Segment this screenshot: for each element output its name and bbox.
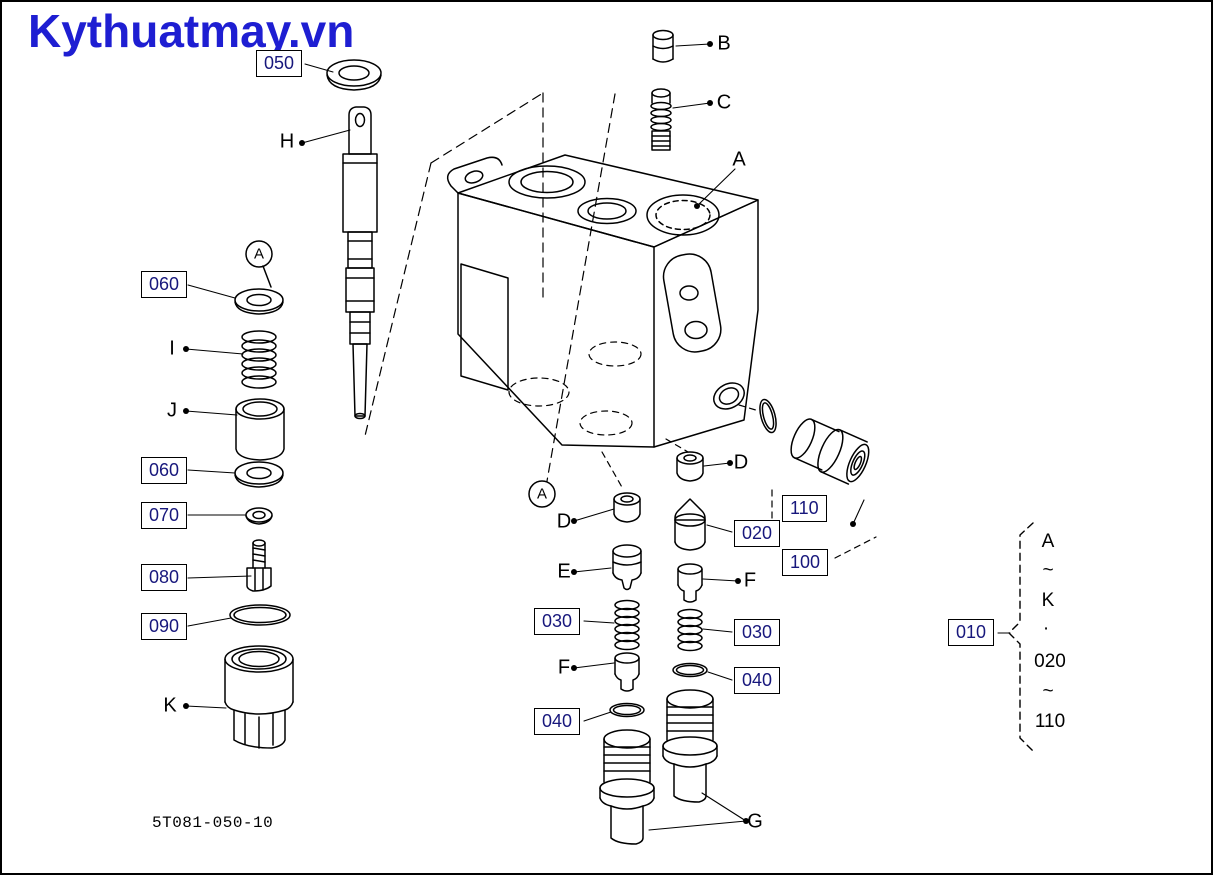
spring-030-left: [614, 599, 640, 651]
part-label-f-left: F: [557, 656, 571, 679]
site-logo: Kythuatmay.vn: [28, 5, 355, 57]
plug-110: [790, 418, 870, 485]
part-label-g: G: [747, 810, 763, 833]
washer-060-bottom: [234, 461, 284, 488]
legend-brace: [1008, 522, 1034, 752]
washer-070: [245, 507, 273, 525]
ref-box-050: 050: [256, 50, 303, 77]
leader-dots: [183, 41, 856, 824]
part-label-e: E: [557, 560, 571, 583]
plug-g-right: [662, 689, 718, 803]
ref-box-100: 100: [782, 549, 829, 576]
spring-i: [241, 330, 277, 389]
section-circle-top: [245, 240, 273, 268]
oring-090: [229, 604, 291, 626]
part-label-c: C: [716, 91, 732, 114]
sleeve-j: [235, 398, 285, 461]
legend-item-tilde2: ~: [1042, 681, 1054, 702]
part-label-j: J: [167, 399, 177, 422]
section-marker-bottom: A: [536, 485, 548, 503]
ref-box-110: 110: [782, 495, 827, 522]
part-f-left: [614, 652, 640, 692]
poppet-020: [674, 498, 706, 551]
legend-item-tilde1: ~: [1042, 560, 1054, 581]
ref-box-060a: 060: [141, 271, 188, 298]
part-label-k: K: [163, 694, 177, 717]
ref-box-020: 020: [734, 520, 781, 547]
part-label-h: H: [279, 130, 295, 153]
drawing-number: 5T081-050-10: [152, 814, 274, 832]
part-label-a: A: [732, 148, 746, 171]
washer-060-top: [234, 288, 284, 315]
ref-box-040b: 040: [734, 667, 781, 694]
legend-item-dot: ·: [1042, 618, 1050, 639]
section-line-dashed: [546, 93, 616, 482]
screw-080: [246, 539, 272, 592]
ref-box-040a: 040: [534, 708, 581, 735]
ref-box-030b: 030: [734, 619, 781, 646]
part-label-b: B: [717, 32, 731, 55]
part-f-right: [677, 563, 703, 603]
ref-box-070: 070: [141, 502, 188, 529]
leader-lines: [185, 43, 1011, 831]
part-label-d-right: D: [733, 451, 749, 474]
legend-item-a: A: [1041, 531, 1055, 552]
ref-box-060b: 060: [141, 457, 188, 484]
oring-040-right: [672, 662, 708, 678]
valve-body: [446, 154, 759, 448]
part-label-d-left: D: [556, 510, 572, 533]
plug-k: [224, 645, 294, 749]
ref-box-010: 010: [948, 619, 995, 646]
ref-box-030a: 030: [534, 608, 581, 635]
part-b: [652, 29, 674, 63]
part-c: [650, 88, 672, 151]
legend-item-020: 020: [1034, 651, 1066, 672]
ref-box-080: 080: [141, 564, 188, 591]
part-label-i: I: [169, 337, 175, 360]
legend-item-110: 110: [1034, 711, 1066, 732]
bushing-d-right: [676, 451, 704, 482]
section-plane-dashed: [363, 92, 544, 441]
section-marker-top: A: [253, 245, 265, 263]
washer-050: [326, 59, 382, 91]
valve-e: [612, 544, 642, 591]
spring-030-right: [677, 608, 703, 652]
ref-box-090: 090: [141, 613, 188, 640]
oring-040-left: [609, 702, 645, 718]
bushing-d-left: [613, 492, 641, 523]
legend-item-k: K: [1041, 590, 1055, 611]
oring-plug-110: [759, 398, 777, 434]
section-circle-bottom: [528, 480, 556, 508]
spool-h: [342, 106, 378, 420]
plug-g-left: [599, 729, 655, 845]
part-label-f-right: F: [743, 569, 757, 592]
